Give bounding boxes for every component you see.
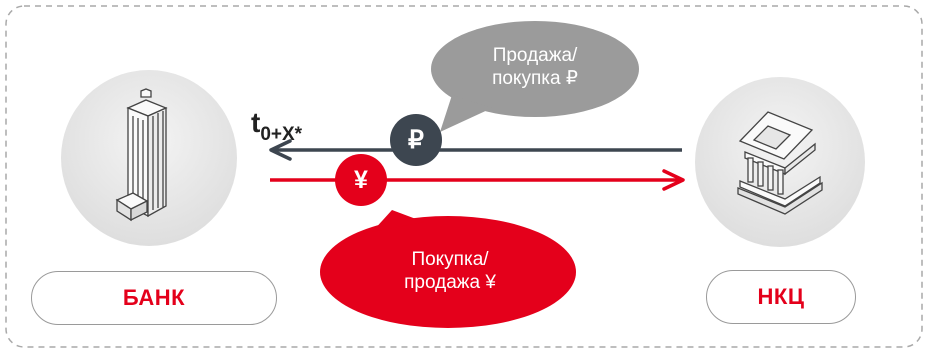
yuan-badge bbox=[335, 154, 387, 206]
bank-columns-icon bbox=[737, 111, 823, 215]
time-label: t0+X* bbox=[251, 107, 302, 145]
nkc-label-pill: НКЦ bbox=[706, 270, 856, 324]
bank-label: БАНК bbox=[122, 285, 186, 310]
rub-symbol: ₽ bbox=[408, 126, 424, 154]
bank-label-pill: БАНК bbox=[31, 271, 277, 325]
yuan-trade-line1: Покупка/ bbox=[411, 249, 489, 270]
time-label-main: t bbox=[251, 107, 261, 138]
yuan-bubble-shape bbox=[320, 216, 576, 328]
nkc-circle bbox=[695, 77, 865, 247]
time-label-sub: 0+X* bbox=[260, 124, 303, 145]
yuan-bubble-tail bbox=[372, 210, 424, 232]
yuan-trade-line2: продажа ¥ bbox=[404, 272, 496, 294]
nkc-label: НКЦ bbox=[757, 284, 805, 309]
rub-trade-line1: Продажа/ bbox=[492, 45, 578, 66]
rub-trade-text: Продажа/ покупка ₽ bbox=[451, 44, 619, 90]
rub-bubble-tail bbox=[440, 95, 492, 132]
office-building-icon bbox=[115, 88, 168, 222]
rub-arrowhead bbox=[269, 139, 292, 161]
rub-badge bbox=[390, 114, 442, 166]
yuan-arrowhead bbox=[662, 169, 685, 191]
dashed-frame bbox=[5, 5, 923, 348]
rub-trade-line2: покупка ₽ bbox=[492, 68, 578, 90]
rub-bubble-shape bbox=[431, 21, 639, 117]
yuan-trade-text: Покупка/ продажа ¥ bbox=[366, 248, 534, 294]
yuan-symbol: ¥ bbox=[354, 166, 368, 194]
